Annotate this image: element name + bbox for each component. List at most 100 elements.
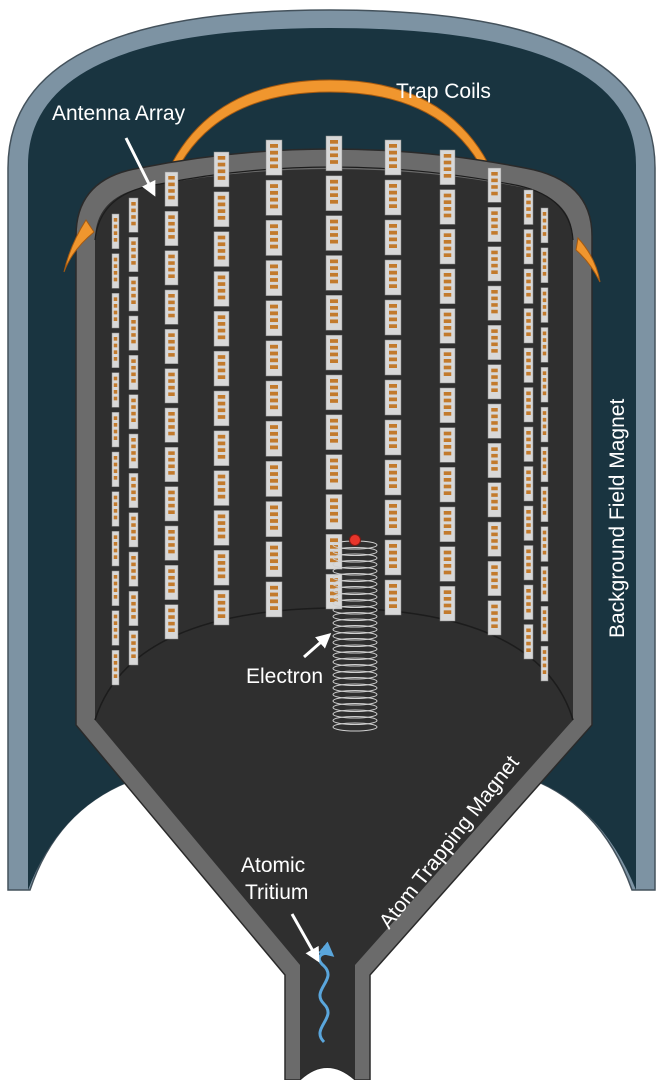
antenna-patch [389, 231, 397, 235]
antenna-patch [218, 568, 226, 572]
antenna-patch [114, 357, 118, 361]
antenna-patch [389, 604, 397, 608]
antenna-patch [168, 294, 175, 298]
antenna-patch [444, 214, 452, 218]
electron-particle [350, 535, 361, 546]
antenna-patch [389, 151, 397, 155]
antenna-patch [543, 312, 547, 316]
antenna-patch [270, 519, 278, 523]
antenna-patch [114, 304, 118, 308]
antenna-patch [543, 225, 547, 229]
antenna-patch [270, 599, 278, 603]
antenna-patch [218, 475, 226, 479]
antenna-patch [131, 215, 136, 219]
antenna-patch [389, 224, 397, 228]
antenna-patch [114, 337, 118, 341]
antenna-patch [444, 452, 452, 456]
antenna-patch [526, 392, 531, 396]
antenna-patch [131, 287, 136, 291]
antenna-patch [444, 551, 452, 555]
antenna-patch [491, 172, 498, 176]
antenna-patch [491, 546, 498, 550]
antenna-patch [526, 602, 531, 606]
trap-coils-label: Trap Coils [396, 80, 491, 103]
antenna-patch [444, 531, 452, 535]
antenna-patch [444, 247, 452, 251]
antenna-patch [218, 236, 226, 240]
antenna-patch [444, 326, 452, 330]
antenna-patch [131, 523, 136, 527]
antenna-patch [114, 344, 118, 348]
antenna-patch [270, 151, 278, 155]
antenna-patch [389, 164, 397, 168]
antenna-patch [543, 391, 547, 395]
antenna-patch [389, 511, 397, 515]
antenna-patch [131, 530, 136, 534]
antenna-patch [444, 405, 452, 409]
antenna-patch [491, 349, 498, 353]
antenna-patch [330, 233, 338, 237]
antenna-patch [389, 238, 397, 242]
antenna-patch [543, 431, 547, 435]
antenna-patch [168, 530, 175, 534]
antenna-patch [114, 377, 118, 381]
antenna-patch [131, 373, 136, 377]
antenna-patch [389, 564, 397, 568]
antenna-patch [543, 332, 547, 336]
antenna-patch [526, 214, 531, 218]
antenna-patch [444, 167, 452, 171]
antenna-patch [330, 319, 338, 323]
antenna-patch [168, 609, 175, 613]
antenna-patch [526, 359, 531, 363]
antenna-patch [543, 425, 547, 429]
antenna-patch [114, 416, 118, 420]
antenna-patch [330, 226, 338, 230]
antenna-patch [270, 446, 278, 450]
antenna-patch [330, 160, 338, 164]
antenna-patch [114, 635, 118, 639]
antenna-patch [114, 575, 118, 579]
antenna-patch [389, 244, 397, 248]
antenna-patch [543, 531, 547, 535]
antenna-patch [330, 220, 338, 224]
antenna-patch [526, 201, 531, 205]
antenna-patch [543, 610, 547, 614]
antenna-patch [491, 257, 498, 261]
antenna-patch [543, 664, 547, 668]
antenna-patch [491, 565, 498, 569]
antenna-patch [270, 265, 278, 269]
antenna-patch [543, 451, 547, 455]
antenna-patch [330, 359, 338, 363]
antenna-patch [526, 332, 531, 336]
antenna-patch [444, 359, 452, 363]
antenna-patch [389, 544, 397, 548]
antenna-patch [270, 358, 278, 362]
antenna-patch [526, 194, 531, 198]
antenna-patch [444, 564, 452, 568]
antenna-patch [131, 418, 136, 422]
antenna-patch [114, 390, 118, 394]
antenna-patch [218, 329, 226, 333]
antenna-patch [218, 249, 226, 253]
antenna-patch [218, 289, 226, 293]
antenna-patch [491, 408, 498, 412]
antenna-patch [526, 484, 531, 488]
antenna-patch [218, 528, 226, 532]
antenna-patch [389, 264, 397, 268]
antenna-patch [218, 481, 226, 485]
antenna-patch [543, 537, 547, 541]
antenna-patch [168, 491, 175, 495]
antenna-patch [114, 218, 118, 222]
antenna-patch [330, 153, 338, 157]
antenna-patch [168, 373, 175, 377]
antenna-patch [330, 419, 338, 423]
antenna-patch [114, 317, 118, 321]
antenna-patch [444, 233, 452, 237]
antenna-patch [114, 555, 118, 559]
antenna-patch [218, 614, 226, 618]
antenna-patch [444, 154, 452, 158]
antenna-patch [131, 602, 136, 606]
antenna-patch [218, 203, 226, 207]
antenna-patch [218, 196, 226, 200]
antenna-patch [218, 375, 226, 379]
